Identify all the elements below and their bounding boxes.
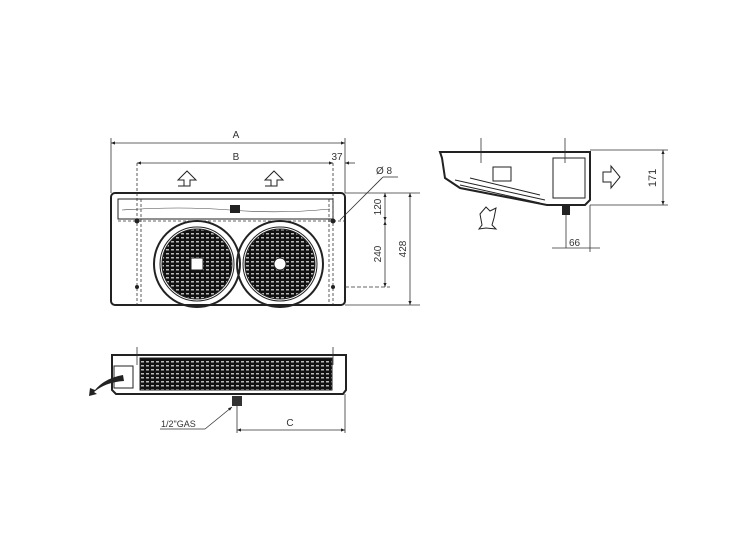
drain-size-label: 1/2"GAS bbox=[161, 419, 196, 429]
airflow-arrow-icon bbox=[263, 170, 285, 187]
dimension-b-label: B bbox=[233, 152, 240, 163]
unit-body-outline bbox=[110, 192, 346, 306]
dimension-120-label: 120 bbox=[373, 198, 384, 215]
dimension-c-label: C bbox=[286, 418, 293, 429]
airflow-in-arrow-icon bbox=[477, 206, 498, 230]
dimension-37-label: 37 bbox=[331, 152, 343, 163]
motor-box bbox=[552, 157, 586, 199]
airflow-curved-arrow-icon bbox=[89, 375, 124, 396]
fan-housing-end bbox=[113, 365, 134, 389]
bottom-view: C 1/2"GAS bbox=[89, 347, 347, 433]
drain-fitting bbox=[562, 205, 570, 215]
top-panel bbox=[117, 198, 334, 220]
dimension-66-label: 66 bbox=[569, 238, 581, 249]
side-body-outline bbox=[438, 151, 591, 206]
airflow-out-arrow-icon bbox=[602, 164, 621, 190]
dimension-a-label: A bbox=[233, 130, 240, 141]
drain-fitting bbox=[232, 396, 242, 406]
drain-leader-line bbox=[204, 406, 233, 430]
coil-grille bbox=[139, 357, 333, 391]
dimension-240-label: 240 bbox=[373, 245, 384, 262]
dimension-171-label: 171 bbox=[647, 169, 659, 187]
dimension-428-label: 428 bbox=[398, 240, 409, 257]
bottom-body-outline bbox=[111, 354, 347, 395]
fan-left bbox=[153, 220, 241, 308]
hole-diameter-label: Ø 8 bbox=[376, 166, 393, 177]
fan-right bbox=[236, 220, 324, 308]
hole-leader-line bbox=[339, 176, 384, 221]
mounting-holes bbox=[134, 218, 336, 289]
side-view: 66 171 bbox=[438, 138, 668, 252]
front-view: A B 37 Ø 8 120 240 428 bbox=[110, 130, 420, 308]
sensor-icon bbox=[230, 205, 240, 213]
airflow-arrow-icon bbox=[176, 170, 198, 187]
